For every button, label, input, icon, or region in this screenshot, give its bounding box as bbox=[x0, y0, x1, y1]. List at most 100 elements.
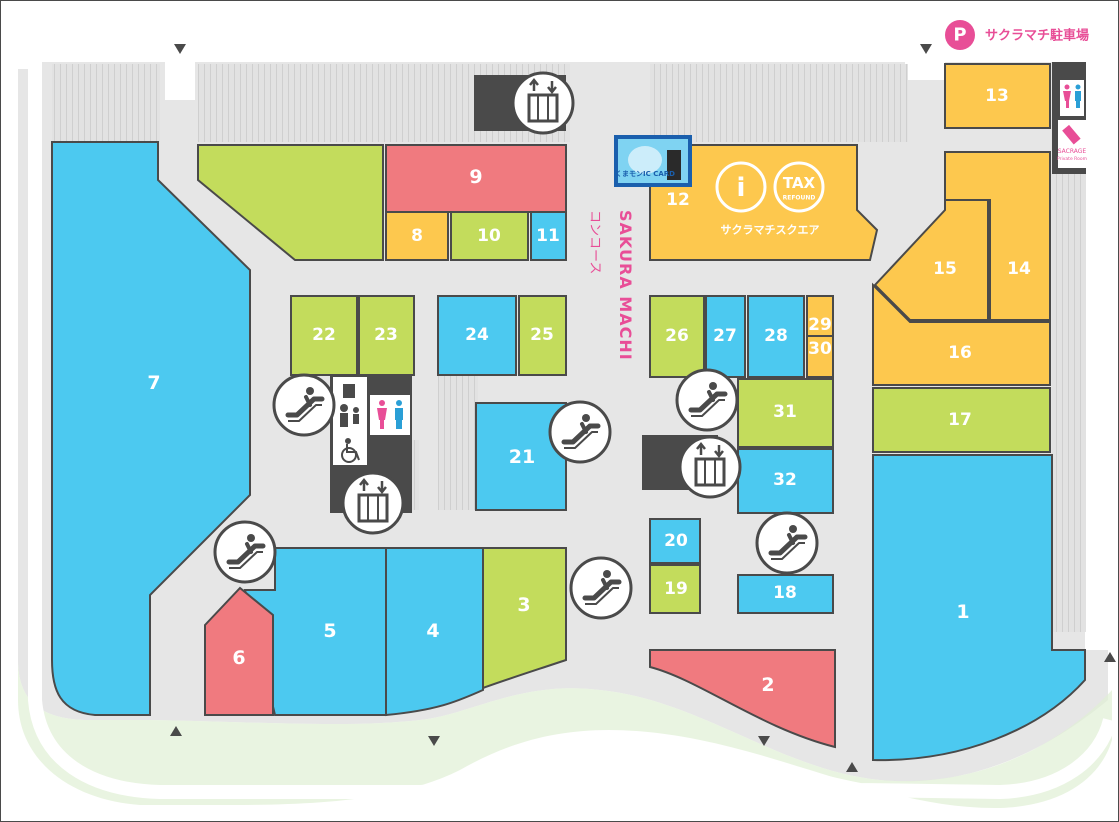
shop-area[interactable] bbox=[518, 295, 567, 376]
shop-area[interactable] bbox=[475, 402, 567, 511]
concourse-name-ja: コンコース bbox=[587, 210, 602, 274]
elevator-icon[interactable] bbox=[511, 71, 575, 135]
shop-30[interactable]: 30 bbox=[806, 335, 834, 378]
shop-17[interactable]: 17 bbox=[872, 387, 1051, 453]
arrow-down-icon bbox=[758, 736, 770, 746]
shop-area[interactable] bbox=[737, 378, 834, 448]
shop-area[interactable] bbox=[51, 141, 251, 716]
shop-3[interactable]: 3 bbox=[482, 547, 567, 690]
arrow-up-icon bbox=[170, 726, 182, 736]
shop-number: 29 bbox=[808, 315, 832, 335]
shop-area[interactable] bbox=[290, 295, 358, 376]
shop-26[interactable]: 26 bbox=[649, 295, 705, 378]
elevator-icon[interactable] bbox=[341, 471, 405, 535]
shop-number: 10 bbox=[477, 226, 501, 246]
shop-32[interactable]: 32 bbox=[737, 448, 834, 514]
arrow-down-icon bbox=[920, 44, 932, 54]
shop-15[interactable]: 15 bbox=[873, 199, 989, 321]
escalator-icon[interactable] bbox=[550, 402, 610, 462]
shop-number: 6 bbox=[232, 647, 245, 669]
shop-number: 24 bbox=[465, 325, 489, 345]
shop-number: 31 bbox=[773, 402, 797, 422]
shop-area[interactable] bbox=[737, 574, 834, 614]
shop-number: 5 bbox=[323, 620, 336, 642]
shop-31[interactable]: 31 bbox=[737, 378, 834, 448]
escalator-icon[interactable] bbox=[215, 522, 275, 582]
shop-20[interactable]: 20 bbox=[649, 518, 701, 564]
shop-area[interactable] bbox=[437, 295, 517, 376]
shop-9[interactable]: 9 bbox=[385, 144, 567, 213]
shop-number: 9 bbox=[469, 166, 482, 188]
shop-25[interactable]: 25 bbox=[518, 295, 567, 376]
shop-unnumbered[interactable] bbox=[197, 144, 384, 261]
info-icon[interactable]: i bbox=[715, 161, 767, 213]
shop-area[interactable] bbox=[872, 454, 1086, 762]
shop-10[interactable]: 10 bbox=[450, 211, 529, 261]
shop-area[interactable] bbox=[530, 211, 567, 261]
shop-18[interactable]: 18 bbox=[737, 574, 834, 614]
escalator-icon[interactable] bbox=[571, 558, 631, 618]
shop-area[interactable] bbox=[944, 63, 1051, 129]
kumamon-card-icon: くまモンIC CARD bbox=[614, 135, 692, 187]
shop-area[interactable] bbox=[204, 586, 274, 716]
shop-11[interactable]: 11 bbox=[530, 211, 567, 261]
shop-area[interactable] bbox=[649, 649, 836, 749]
shop-area[interactable] bbox=[737, 448, 834, 514]
shop-27[interactable]: 27 bbox=[705, 295, 746, 378]
shop-number: 23 bbox=[374, 325, 398, 345]
shop-area[interactable] bbox=[243, 547, 387, 716]
shop-4[interactable]: 4 bbox=[385, 547, 484, 717]
shop-2[interactable]: 2 bbox=[649, 649, 836, 749]
shop-area[interactable] bbox=[872, 282, 1051, 386]
shop-29[interactable]: 29 bbox=[806, 295, 834, 337]
shop-23[interactable]: 23 bbox=[358, 295, 415, 376]
shop-area[interactable] bbox=[385, 547, 484, 717]
restroom-icon bbox=[370, 395, 410, 435]
shop-number: 1 bbox=[956, 601, 969, 623]
elevator-icon[interactable] bbox=[678, 435, 742, 499]
shop-area[interactable] bbox=[358, 295, 415, 376]
shop-area[interactable] bbox=[806, 335, 834, 378]
shop-area[interactable] bbox=[482, 547, 567, 690]
service-area bbox=[52, 64, 160, 142]
shop-19[interactable]: 19 bbox=[649, 564, 701, 614]
shop-area[interactable] bbox=[649, 564, 701, 614]
parking-label: サクラマチ駐車場 bbox=[985, 28, 1089, 44]
info-symbol: i bbox=[737, 173, 746, 203]
square-caption: サクラマチスクエア bbox=[721, 224, 820, 237]
shop-number: 19 bbox=[664, 579, 688, 599]
shop-21[interactable]: 21 bbox=[475, 402, 567, 511]
escalator-icon[interactable] bbox=[757, 513, 817, 573]
shop-1[interactable]: 1 bbox=[872, 454, 1086, 762]
shop-area[interactable] bbox=[649, 518, 701, 564]
shop-24[interactable]: 24 bbox=[437, 295, 517, 376]
shop-5[interactable]: 5 bbox=[243, 547, 387, 716]
shop-area[interactable] bbox=[747, 295, 805, 378]
shop-area[interactable] bbox=[873, 199, 989, 321]
service-area bbox=[438, 375, 478, 510]
tax-refund-icon[interactable]: TAX REFOUND bbox=[773, 161, 825, 213]
shop-number: 26 bbox=[665, 326, 689, 346]
shop-8[interactable]: 8 bbox=[385, 211, 449, 261]
service-area bbox=[650, 64, 908, 142]
arrow-up-icon bbox=[1104, 652, 1116, 662]
shop-6[interactable]: 6 bbox=[204, 586, 274, 716]
shop-7[interactable]: 7 bbox=[51, 141, 251, 716]
shop-area[interactable] bbox=[872, 387, 1051, 453]
shop-16[interactable]: 16 bbox=[872, 282, 1051, 386]
baby-care-icon bbox=[340, 384, 359, 427]
shop-area[interactable] bbox=[450, 211, 529, 261]
shop-number: 14 bbox=[1007, 259, 1031, 279]
parking-badge: P bbox=[953, 25, 966, 46]
shop-22[interactable]: 22 bbox=[290, 295, 358, 376]
shop-number: 32 bbox=[773, 470, 797, 490]
shop-28[interactable]: 28 bbox=[747, 295, 805, 378]
escalator-icon[interactable] bbox=[274, 375, 334, 435]
parking-link[interactable]: P サクラマチ駐車場 bbox=[945, 20, 1089, 50]
wheelchair-icon bbox=[334, 435, 366, 465]
escalator-icon[interactable] bbox=[677, 370, 737, 430]
shop-number: 2 bbox=[761, 674, 774, 696]
shop-13[interactable]: 13 bbox=[944, 63, 1051, 129]
shop-area[interactable] bbox=[705, 295, 746, 378]
